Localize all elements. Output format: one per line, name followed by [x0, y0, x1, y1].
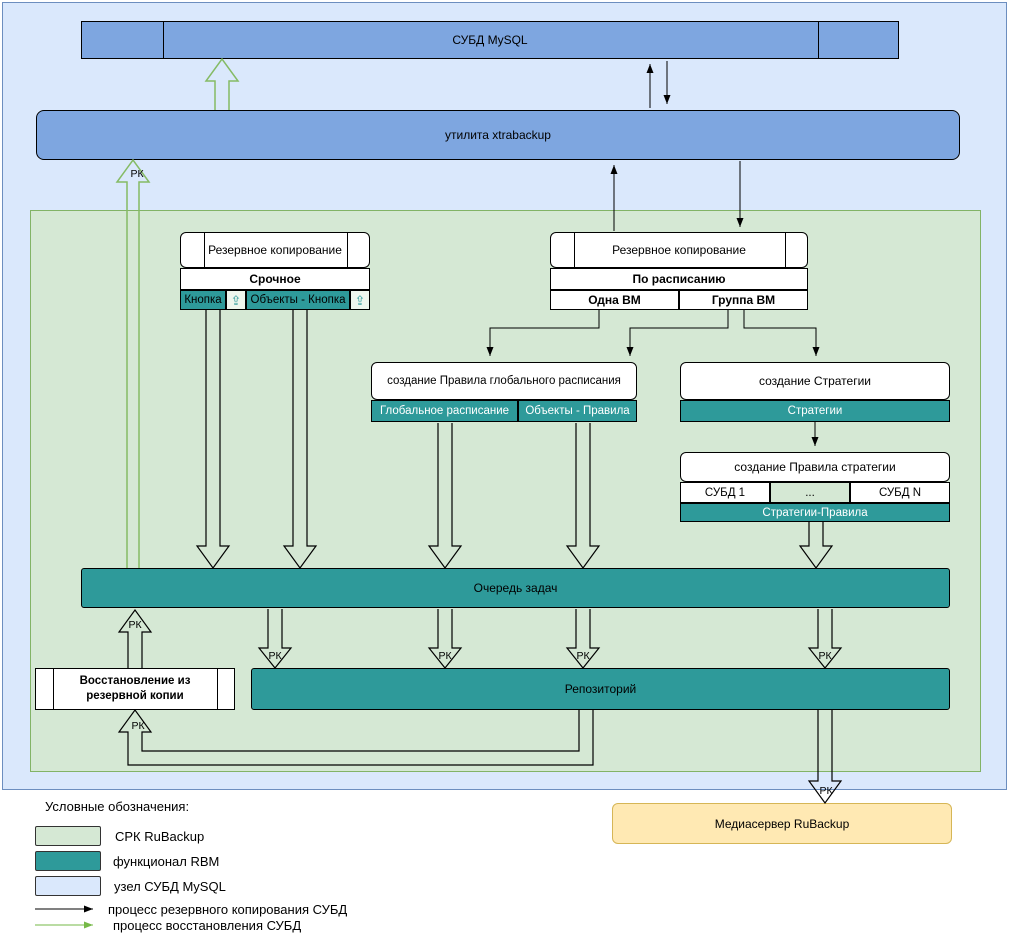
strategy-title: создание Стратегии [759, 374, 871, 388]
scheduled-left-divider [574, 233, 575, 267]
mysql-box-right-divider [818, 22, 819, 58]
task-queue-bar: Очередь задач [81, 568, 950, 608]
repository-label: Репозиторий [564, 682, 637, 696]
one-vm-label: Одна ВМ [588, 293, 641, 307]
objects-button-cell-label: Объекты - Кнопка [250, 294, 346, 306]
strategy-row-label: Стратегии [787, 405, 843, 417]
dbn-cell: СУБД N [850, 482, 950, 503]
restore-right-divider [217, 669, 218, 709]
strategy-rules-label: Стратегии-Правила [762, 506, 868, 519]
objects-button-cell: Объекты - Кнопка [246, 290, 350, 310]
dbn-label: СУБД N [878, 486, 922, 499]
strategy-title-box: создание Стратегии [680, 362, 950, 400]
legend-label-mysql-node: узел СУБД MySQL [114, 878, 226, 894]
urgent-mode-box: Срочное [180, 268, 370, 290]
legend-swatch-srk [35, 826, 101, 846]
restore-label-line1: Восстановление из [79, 675, 191, 688]
db1-label: СУБД 1 [704, 486, 746, 499]
upload-icon: ⇪ [230, 292, 242, 308]
repository-bar: Репозиторий [251, 668, 950, 710]
mysql-db-label: СУБД MySQL [452, 33, 528, 47]
legend-label-backup-process: процесс резервного копирования СУБД [108, 901, 348, 917]
scheduled-backup-title: Резервное копирование [612, 243, 746, 257]
objects-button-upload-icon: ⇪ [350, 290, 370, 310]
strategy-rules-row: Стратегии-Правила [680, 503, 950, 522]
urgent-left-divider [204, 233, 205, 267]
urgent-mode-label: Срочное [249, 272, 301, 286]
strategy-rule-title: создание Правила стратегии [734, 460, 896, 474]
xtrabackup-label: утилита xtrabackup [445, 128, 551, 142]
strategy-row: Стратегии [680, 400, 950, 422]
strategy-rule-title-box: создание Правила стратегии [680, 452, 950, 482]
task-queue-label: Очередь задач [473, 581, 558, 595]
legend-label-srk: СРК RuBackup [115, 828, 205, 844]
global-schedule-cell: Глобальное расписание [371, 400, 518, 422]
legend-swatch-rbm [35, 851, 101, 871]
media-server-box: Медиасервер RuBackup [612, 803, 952, 844]
mysql-db-box: СУБД MySQL [81, 21, 899, 59]
db-dots-label: ... [805, 486, 815, 499]
global-rule-title: создание Правила глобального расписания [387, 375, 621, 387]
scheduled-mode-label: По расписанию [632, 272, 726, 286]
media-server-label: Медиасервер RuBackup [714, 816, 850, 831]
legend-swatch-mysql-node [35, 876, 101, 896]
objects-rules-cell: Объекты - Правила [518, 400, 637, 422]
scheduled-mode-box: По расписанию [550, 268, 808, 290]
restore-label-line2: резервной копии [86, 690, 184, 702]
urgent-right-divider [347, 233, 348, 267]
objects-rules-label: Объекты - Правила [525, 405, 630, 417]
legend-label-rbm: функционал RBM [113, 853, 220, 869]
xtrabackup-box: утилита xtrabackup [36, 110, 960, 160]
db-dots-cell: ... [770, 482, 850, 503]
button-cell: Кнопка [180, 290, 226, 310]
db1-cell: СУБД 1 [680, 482, 770, 503]
urgent-backup-title-box: Резервное копирование [180, 232, 370, 268]
scheduled-backup-title-box: Резервное копирование [550, 232, 808, 268]
one-vm-cell: Одна ВМ [550, 290, 679, 310]
group-vm-label: Группа ВМ [711, 293, 776, 307]
group-vm-cell: Группа ВМ [679, 290, 808, 310]
legend-label-restore-process: процесс восстановления СУБД [113, 917, 302, 933]
legend-title: Условные обозначения: [45, 798, 190, 814]
restore-left-divider [53, 669, 54, 709]
scheduled-right-divider [785, 233, 786, 267]
global-rule-title-box: создание Правила глобального расписания [371, 362, 637, 400]
global-schedule-label: Глобальное расписание [379, 405, 510, 417]
upload-icon: ⇪ [354, 292, 366, 308]
restore-box: Восстановление из резервной копии [35, 668, 235, 710]
button-upload-icon: ⇪ [226, 290, 246, 310]
urgent-backup-title: Резервное копирование [208, 243, 342, 257]
button-cell-label: Кнопка [184, 294, 222, 306]
mysql-box-left-divider [163, 22, 164, 58]
